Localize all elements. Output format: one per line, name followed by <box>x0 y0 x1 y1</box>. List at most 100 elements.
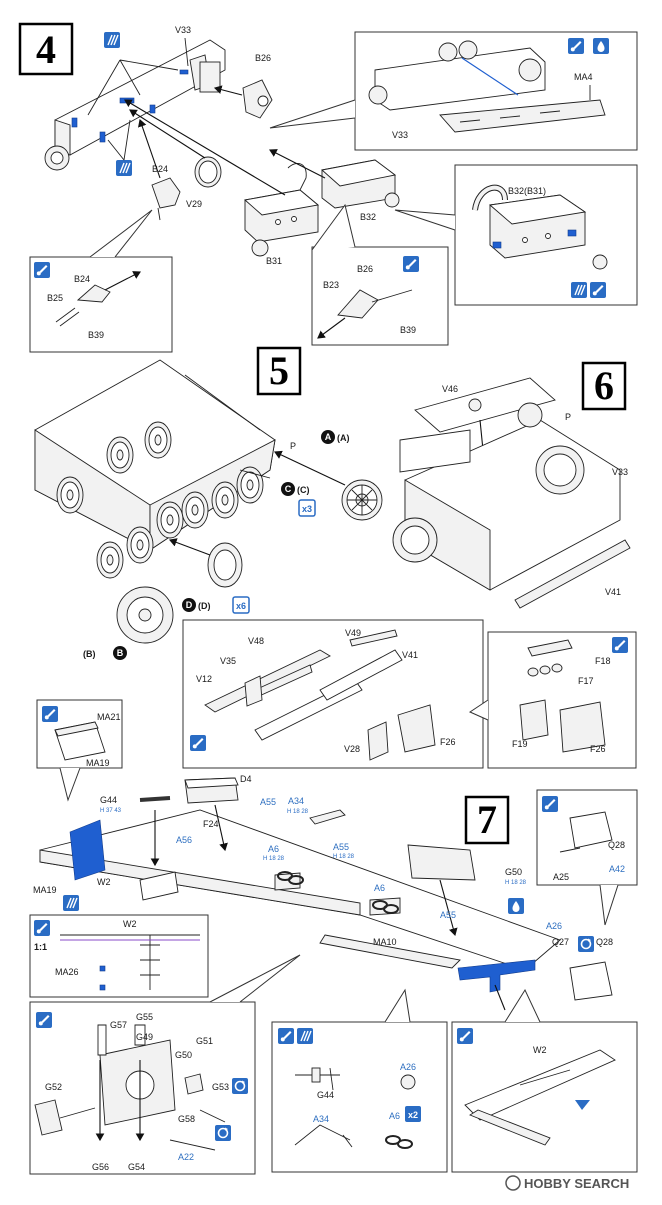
code-a6: H 18 28 <box>263 856 285 862</box>
stripe-icon <box>296 1027 314 1045</box>
label-w2: W2 <box>97 877 111 887</box>
step-5-number: 5 <box>269 348 289 393</box>
label-d4: D4 <box>240 774 252 784</box>
label-g54: G54 <box>128 1162 145 1172</box>
label-f18: F18 <box>595 656 611 666</box>
watermark: HOBBY SEARCH <box>505 1175 629 1191</box>
callout-b: (B) B <box>83 646 127 660</box>
brush-icon <box>542 796 558 812</box>
label-q27: Q27 <box>552 937 569 947</box>
step-5-box <box>256 346 302 396</box>
svg-text:C: C <box>285 484 292 494</box>
label-v33: V33 <box>175 25 191 35</box>
label-a26: A26 <box>546 921 562 931</box>
brush-icon <box>190 735 206 751</box>
label-b39-detail: B39 <box>88 330 104 340</box>
brush-icon <box>62 894 80 912</box>
brush-icon <box>612 637 628 653</box>
step-4-number: 4 <box>36 27 56 72</box>
label-b32-b31: B32(B31) <box>508 186 546 196</box>
step-7-box <box>464 795 510 845</box>
label-b26-detail: B26 <box>357 264 373 274</box>
callout-c: C (C) x3 <box>281 482 316 517</box>
label-v49: V49 <box>345 628 361 638</box>
label-g55: G55 <box>136 1012 153 1022</box>
glue-icon <box>593 38 609 54</box>
label-b24-detail: B24 <box>74 274 90 284</box>
svg-text:(D): (D) <box>198 601 211 611</box>
step-7: 7 MA21 MA19 <box>29 699 638 1175</box>
label-w2-bottom: W2 <box>533 1045 547 1055</box>
label-q28-detail: Q28 <box>608 840 625 850</box>
label-v41-detail: V41 <box>402 650 418 660</box>
brush-icon <box>403 256 419 272</box>
svg-text:(C): (C) <box>297 485 310 495</box>
idler-wheel-part <box>341 479 383 521</box>
label-a22: A22 <box>178 1152 194 1162</box>
brush-icon <box>590 282 606 298</box>
label-f17: F17 <box>578 676 594 686</box>
brush-icon <box>42 706 58 722</box>
detail-q28-box: Q28 A25 A42 <box>536 789 638 926</box>
brush-icon <box>34 262 50 278</box>
label-v33-detail: V33 <box>392 130 408 140</box>
label-p: P <box>290 441 296 451</box>
label-a6-1: A6 <box>268 844 279 854</box>
rotate-icon <box>577 935 595 953</box>
label-b31: B31 <box>266 256 282 266</box>
track-guard-v41 <box>514 539 631 609</box>
label-a34: A34 <box>288 796 304 806</box>
label-ma26: MA26 <box>55 967 79 977</box>
label-b26: B26 <box>255 53 271 63</box>
rotate-icon <box>214 1124 232 1142</box>
label-g52: G52 <box>45 1082 62 1092</box>
hull-side-part <box>44 39 226 171</box>
part-b32 <box>321 159 400 209</box>
label-g56: G56 <box>92 1162 109 1172</box>
label-g50: G50 <box>505 867 522 877</box>
label-a25: A25 <box>553 872 569 882</box>
part-v29 <box>194 156 222 188</box>
code-a55: H 18 28 <box>333 854 355 860</box>
label-a55-2: A55 <box>333 842 349 852</box>
label-ma19-detail: MA19 <box>86 758 110 768</box>
detail-ma21-box: MA21 MA19 <box>36 699 123 802</box>
svg-text:(A): (A) <box>337 433 350 443</box>
label-v46: V46 <box>442 384 458 394</box>
label-a34-detail: A34 <box>313 1114 329 1124</box>
label-a26-detail: A26 <box>400 1062 416 1072</box>
label-v29: V29 <box>186 199 202 209</box>
scale-label: 1:1 <box>34 942 47 952</box>
svg-text:x3: x3 <box>302 504 312 514</box>
fender-plate-v46 <box>414 377 556 433</box>
step-6-number: 6 <box>594 363 614 408</box>
detail-bin-box: F18 F17 F19 F26 <box>468 631 637 769</box>
svg-text:x6: x6 <box>236 601 246 611</box>
label-ma21: MA21 <box>97 712 121 722</box>
label-g58: G58 <box>178 1114 195 1124</box>
label-g49: G49 <box>136 1032 153 1042</box>
rotate-icon <box>231 1077 249 1095</box>
label-b24: B24 <box>152 164 168 174</box>
hull-floor-part <box>39 777 561 993</box>
detail-small-parts-box: G44 A26 A34 A6 x2 <box>271 988 448 1173</box>
label-b25-detail: B25 <box>47 293 63 303</box>
glue-icon <box>508 898 524 914</box>
label-b23-detail: B23 <box>323 280 339 290</box>
detail-gun-box: G57 G55 G49 G51 G50 G53 G52 G58 G56 G54 … <box>29 954 301 1175</box>
brush-icon <box>36 1012 52 1028</box>
label-a55-1: A55 <box>260 797 276 807</box>
step-7-number: 7 <box>477 797 497 842</box>
label-f24: F24 <box>203 819 219 829</box>
hull-rear-part <box>392 402 621 591</box>
detail-w2-scale-box: 1:1 W2 MA26 <box>29 914 209 998</box>
label-ma19: MA19 <box>33 885 57 895</box>
watermark-text: HOBBY SEARCH <box>524 1176 629 1191</box>
step-6: 6 V46 P V33 V41 <box>182 361 637 769</box>
brush-icon <box>34 920 50 936</box>
detail-b32-box: B32(B31) <box>394 164 638 306</box>
label-ma4: MA4 <box>574 72 593 82</box>
label-w2-detail: W2 <box>123 919 137 929</box>
stripe-icon <box>115 159 133 177</box>
